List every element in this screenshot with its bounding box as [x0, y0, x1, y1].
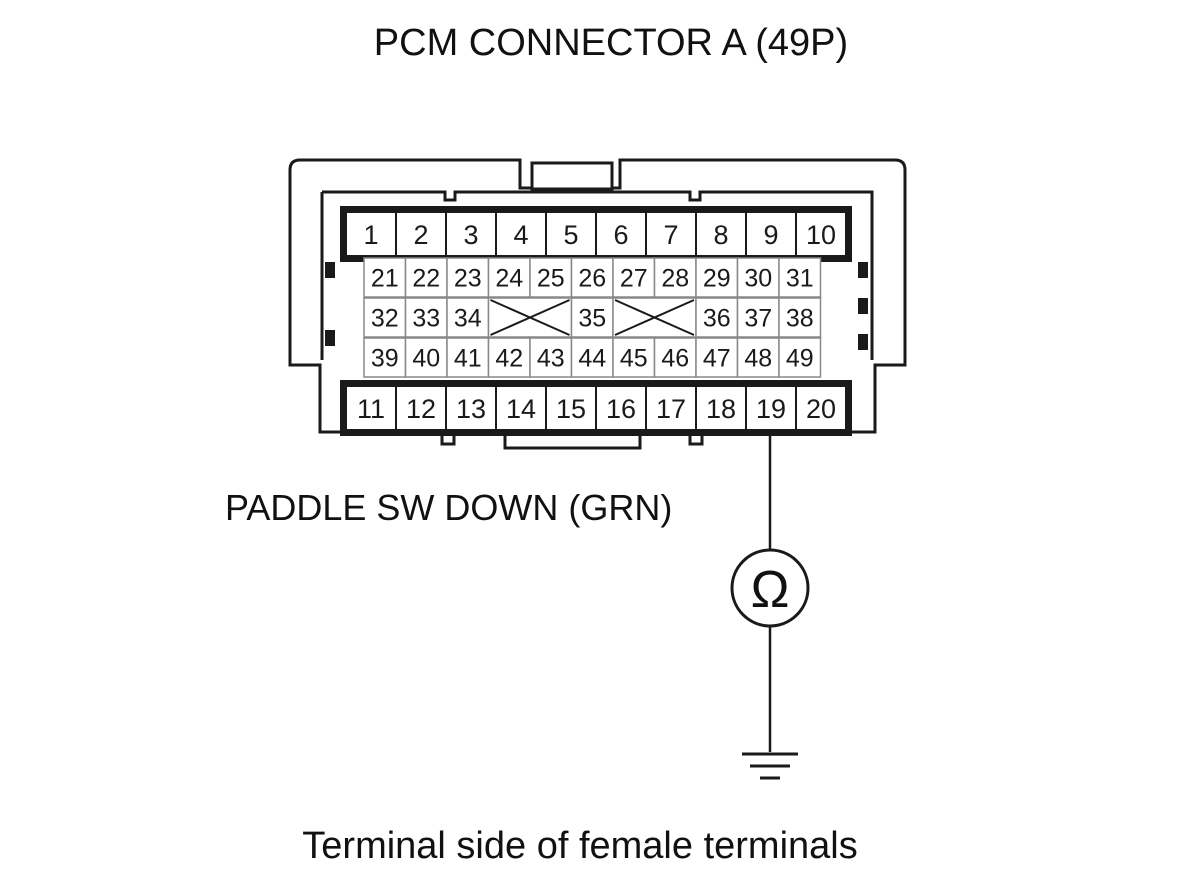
- pin-cell: [778, 337, 822, 378]
- pin-number: 36: [703, 305, 731, 333]
- pin-number: 7: [663, 220, 678, 250]
- pin-row-top: 1 2 3 4 5 6 7 8 9 10: [340, 206, 852, 262]
- pin-number: 12: [406, 394, 436, 424]
- pin-cell: [612, 257, 656, 298]
- pin-number: 35: [578, 305, 606, 333]
- pin-number: 32: [371, 305, 399, 333]
- pin-cell: [446, 337, 490, 378]
- pin-row-middle-2: 32 33 34 35 36 37 38: [363, 297, 822, 338]
- pin-cell: [695, 337, 739, 378]
- ohmmeter-icon: Ω: [730, 548, 810, 628]
- pin-cell: [795, 211, 847, 257]
- pin-number: 16: [606, 394, 636, 424]
- pin-number: 1: [363, 220, 378, 250]
- pin-number: 4: [513, 220, 528, 250]
- pin-cell: [529, 257, 573, 298]
- pin-cell: [487, 257, 531, 298]
- blank-cross: [490, 299, 570, 336]
- connector-housing: [288, 158, 907, 450]
- pin-cell: [745, 385, 797, 431]
- pin-number: 25: [537, 265, 565, 293]
- pin-number: 18: [706, 394, 736, 424]
- pin-number: 46: [661, 345, 689, 373]
- pin-cell: [653, 257, 697, 298]
- pin-number: 45: [620, 345, 648, 373]
- pin-cell: [778, 297, 822, 338]
- pin-number: 15: [556, 394, 586, 424]
- pin-number: 21: [371, 265, 399, 293]
- wire-label: PADDLE SW DOWN (GRN): [225, 487, 672, 528]
- pin-number: 48: [744, 345, 772, 373]
- pin-number: 10: [806, 220, 836, 250]
- pin-cell: [404, 337, 448, 378]
- pin-number: 23: [454, 265, 482, 293]
- pin-number: 27: [620, 265, 648, 293]
- pin-number: 24: [495, 265, 523, 293]
- pin-number: 33: [412, 305, 440, 333]
- pin-number: 11: [357, 394, 385, 424]
- pin-cell: [736, 297, 780, 338]
- pin-number: 44: [578, 345, 606, 373]
- blank-cross: [614, 299, 695, 336]
- pin-number: 49: [786, 345, 814, 373]
- pin-number: 38: [786, 305, 814, 333]
- pin-number: 37: [744, 305, 772, 333]
- pin-cell: [570, 257, 614, 298]
- pin-number: 30: [744, 265, 772, 293]
- pin-number: 40: [412, 345, 440, 373]
- diagram-title: PCM CONNECTOR A (49P): [374, 22, 848, 64]
- pin-row-middle-3: 39 40 41 42 43 44 45 46 47 48 49: [363, 337, 822, 378]
- pin-number: 3: [463, 220, 478, 250]
- pin-number: 6: [613, 220, 628, 250]
- pin-row-middle-1: 21 22 23 24 25 26 27 28 29 30 31: [363, 257, 822, 298]
- pin-number: 28: [661, 265, 689, 293]
- pin-cell: [363, 257, 407, 298]
- pin-cell: [695, 211, 747, 257]
- pin-number: 31: [786, 265, 814, 293]
- pin-number: 29: [703, 265, 731, 293]
- pin-cell: [445, 385, 497, 431]
- pin-cell: [653, 337, 697, 378]
- pin-number: 39: [371, 345, 399, 373]
- pin-number: 17: [656, 394, 686, 424]
- pin-cell: [570, 297, 614, 338]
- pin-cell: [363, 337, 407, 378]
- pin-row-bottom: 11 12 13 14 15 16 17 18 19 20: [340, 380, 852, 436]
- pin-number: 47: [703, 345, 731, 373]
- pin-number: 9: [763, 220, 778, 250]
- pin-cell: [404, 257, 448, 298]
- ohm-symbol: Ω: [751, 561, 790, 619]
- pin-number: 14: [506, 394, 536, 424]
- pin-number: 2: [413, 220, 428, 250]
- pin-cell: [695, 385, 747, 431]
- pin-cell: [795, 385, 847, 431]
- footer-caption: Terminal side of female terminals: [302, 825, 857, 867]
- pin-number: 5: [563, 220, 578, 250]
- pin-cell: [446, 257, 490, 298]
- pin-number: 22: [412, 265, 440, 293]
- pin-number: 20: [806, 394, 836, 424]
- pin-number: 42: [495, 345, 523, 373]
- pin-number: 34: [454, 305, 482, 333]
- pin-cell: [529, 337, 573, 378]
- pin-number: 13: [456, 394, 486, 424]
- pin-number: 26: [578, 265, 606, 293]
- pin-cell: [645, 385, 697, 431]
- pin-number: 41: [454, 345, 482, 373]
- pin-cell: [595, 211, 647, 257]
- pin-cell: [345, 385, 397, 431]
- pin-cell: [404, 297, 448, 338]
- pin-number: 19: [756, 394, 786, 424]
- pin-cell: [736, 257, 780, 298]
- pin-number: 43: [537, 345, 565, 373]
- pin-cell: [778, 257, 822, 298]
- pin-number: 8: [713, 220, 728, 250]
- ground-symbol-icon: [742, 752, 798, 780]
